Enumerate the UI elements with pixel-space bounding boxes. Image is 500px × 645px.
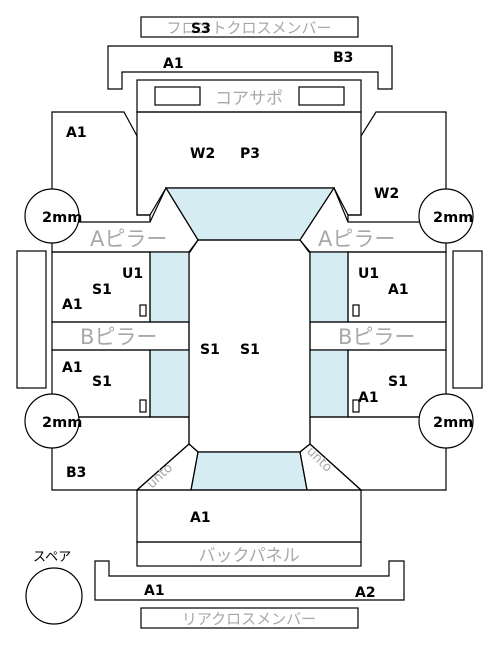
bonnet-code-left: W2 bbox=[190, 146, 215, 162]
rear-left-door-code-s: S1 bbox=[92, 374, 112, 390]
front-left-door-code-u: U1 bbox=[122, 266, 143, 282]
rear-bumper-code-left: A1 bbox=[144, 583, 165, 599]
trunk[interactable] bbox=[136, 489, 362, 543]
front-bumper[interactable] bbox=[107, 45, 393, 90]
roof-code-right: S1 bbox=[240, 342, 260, 358]
b-pillar-right-label: Bピラー bbox=[338, 325, 415, 349]
right-side-sill[interactable] bbox=[452, 250, 483, 389]
front-left-fender-code: A1 bbox=[66, 125, 87, 141]
front-right-door-window[interactable] bbox=[309, 251, 349, 323]
rear-cross-member-box[interactable] bbox=[140, 607, 359, 629]
rear-left-door-handle bbox=[139, 399, 147, 413]
rear-bumper-code-right: A2 bbox=[355, 585, 376, 601]
bonnet-code-right: P3 bbox=[240, 146, 260, 162]
rear-bumper[interactable] bbox=[94, 560, 405, 601]
front-right-door-handle bbox=[352, 304, 360, 317]
front-cross-member-code: S3 bbox=[191, 21, 211, 37]
front-cross-member-box[interactable] bbox=[140, 16, 359, 38]
roof-code-left: S1 bbox=[200, 342, 220, 358]
c-pillar-left-label: unto bbox=[144, 461, 176, 492]
core-support-label: コアサポ bbox=[215, 89, 283, 109]
front-bumper-code-left: A1 bbox=[163, 56, 184, 72]
left-side-sill[interactable] bbox=[16, 250, 47, 389]
rear-cross-member-label: リアクロスメンバー bbox=[182, 610, 316, 628]
rear-window[interactable] bbox=[190, 451, 308, 491]
rear-right-door-handle bbox=[352, 399, 360, 413]
rear-right-door-code-s: S1 bbox=[388, 374, 408, 390]
back-panel[interactable] bbox=[136, 541, 362, 567]
front-bumper-code-right: B3 bbox=[333, 50, 353, 66]
rear-right-door-code-a: A1 bbox=[358, 390, 379, 406]
tire-rear-left[interactable] bbox=[24, 393, 80, 449]
rear-left-door-code-a: A1 bbox=[62, 360, 83, 376]
front-cross-member-label: フロントクロスメンバー bbox=[166, 19, 331, 37]
front-left-door-window[interactable] bbox=[149, 251, 190, 323]
spare-label: スペア bbox=[33, 550, 71, 565]
front-right-fender-code: W2 bbox=[374, 186, 399, 202]
tire-front-right-label: 2mm bbox=[433, 210, 473, 226]
front-right-door-code-u: U1 bbox=[358, 266, 379, 282]
front-left-door-code-a: A1 bbox=[62, 297, 83, 313]
front-right-door-code-a: A1 bbox=[388, 282, 409, 298]
core-support-left-headlight bbox=[154, 86, 201, 106]
spare-tire[interactable] bbox=[25, 567, 83, 625]
a-pillar-right-label: Aピラー bbox=[318, 227, 395, 251]
back-panel-label: バックパネル bbox=[198, 546, 299, 566]
tire-rear-right[interactable] bbox=[418, 393, 474, 449]
tire-rear-left-label: 2mm bbox=[42, 415, 82, 431]
tire-front-right[interactable] bbox=[418, 188, 474, 244]
core-support-right-headlight bbox=[298, 86, 345, 106]
b-pillar-left-label: Bピラー bbox=[80, 325, 157, 349]
c-pillar-right-label: unto bbox=[303, 444, 335, 475]
tire-front-left-label: 2mm bbox=[42, 210, 82, 226]
rear-left-door-window[interactable] bbox=[149, 349, 190, 418]
a-pillar-left-label: Aピラー bbox=[90, 227, 167, 251]
front-left-door-handle bbox=[139, 304, 147, 317]
rear-left-quarter-code: B3 bbox=[66, 465, 86, 481]
tire-front-left[interactable] bbox=[24, 188, 80, 244]
trunk-code: A1 bbox=[190, 510, 211, 526]
tire-rear-right-label: 2mm bbox=[433, 415, 473, 431]
front-left-door-code-s: S1 bbox=[92, 282, 112, 298]
rear-right-door-window[interactable] bbox=[309, 349, 349, 418]
